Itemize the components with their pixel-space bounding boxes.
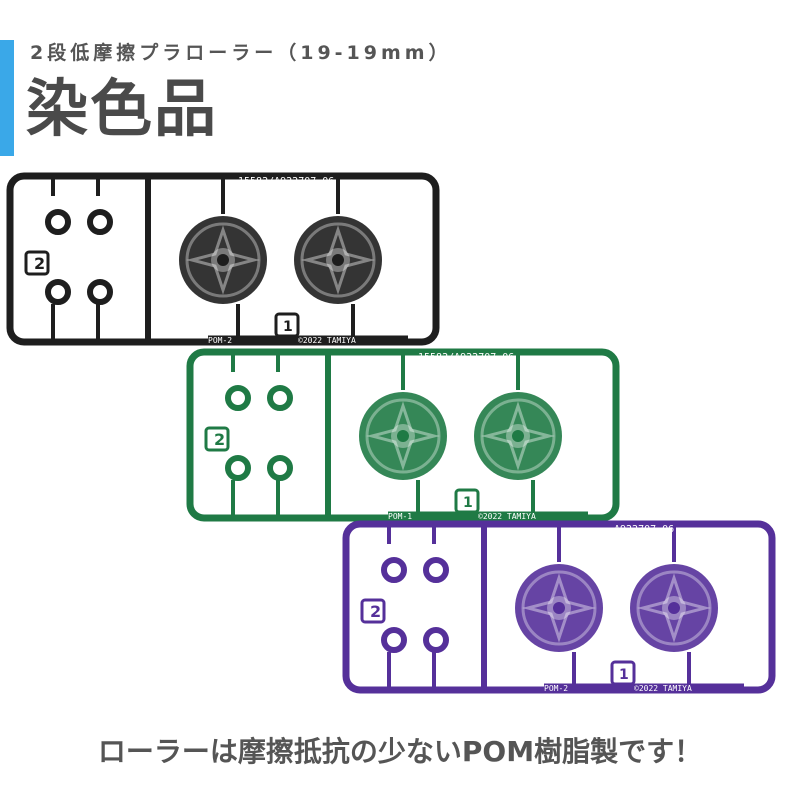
tab-label: POM-2	[208, 336, 232, 345]
part-number-1: 1	[283, 319, 293, 335]
roller-runners-photo: 2 1 15582/A922707-06 POM-2 ©2022 TAMIYA …	[0, 160, 800, 730]
runner-purple: 2 1 A922707-06 POM-2 ©2022 TAMIYA	[346, 524, 772, 693]
part-number-2: 2	[34, 254, 45, 273]
part-number-1: 1	[463, 495, 473, 511]
feature-caption: ローラーは摩擦抵抗の少ないPOM樹脂製です！	[97, 735, 703, 768]
product-subtitle: 2段低摩擦プラローラー（19-19mm）	[30, 42, 452, 64]
accent-bar	[0, 40, 14, 156]
mold-code: 15582/A922707-06	[238, 176, 334, 187]
product-title: 染色品	[26, 72, 219, 145]
runner-green: 2 1 15582/A922707-06 POM-1 ©2022 TAMIYA	[190, 352, 616, 521]
tab-label: POM-2	[544, 684, 568, 693]
runner-black: 2 1 15582/A922707-06 POM-2 ©2022 TAMIYA	[10, 176, 436, 345]
tab-label: POM-1	[388, 512, 412, 521]
part-number-1: 1	[619, 667, 629, 683]
copyright-mark: ©2022 TAMIYA	[634, 684, 692, 693]
copyright-mark: ©2022 TAMIYA	[298, 336, 356, 345]
part-number-2: 2	[214, 430, 225, 449]
mold-code: 15582/A922707-06	[418, 352, 514, 363]
part-number-2: 2	[370, 602, 381, 621]
copyright-mark: ©2022 TAMIYA	[478, 512, 536, 521]
mold-code: A922707-06	[614, 524, 674, 535]
